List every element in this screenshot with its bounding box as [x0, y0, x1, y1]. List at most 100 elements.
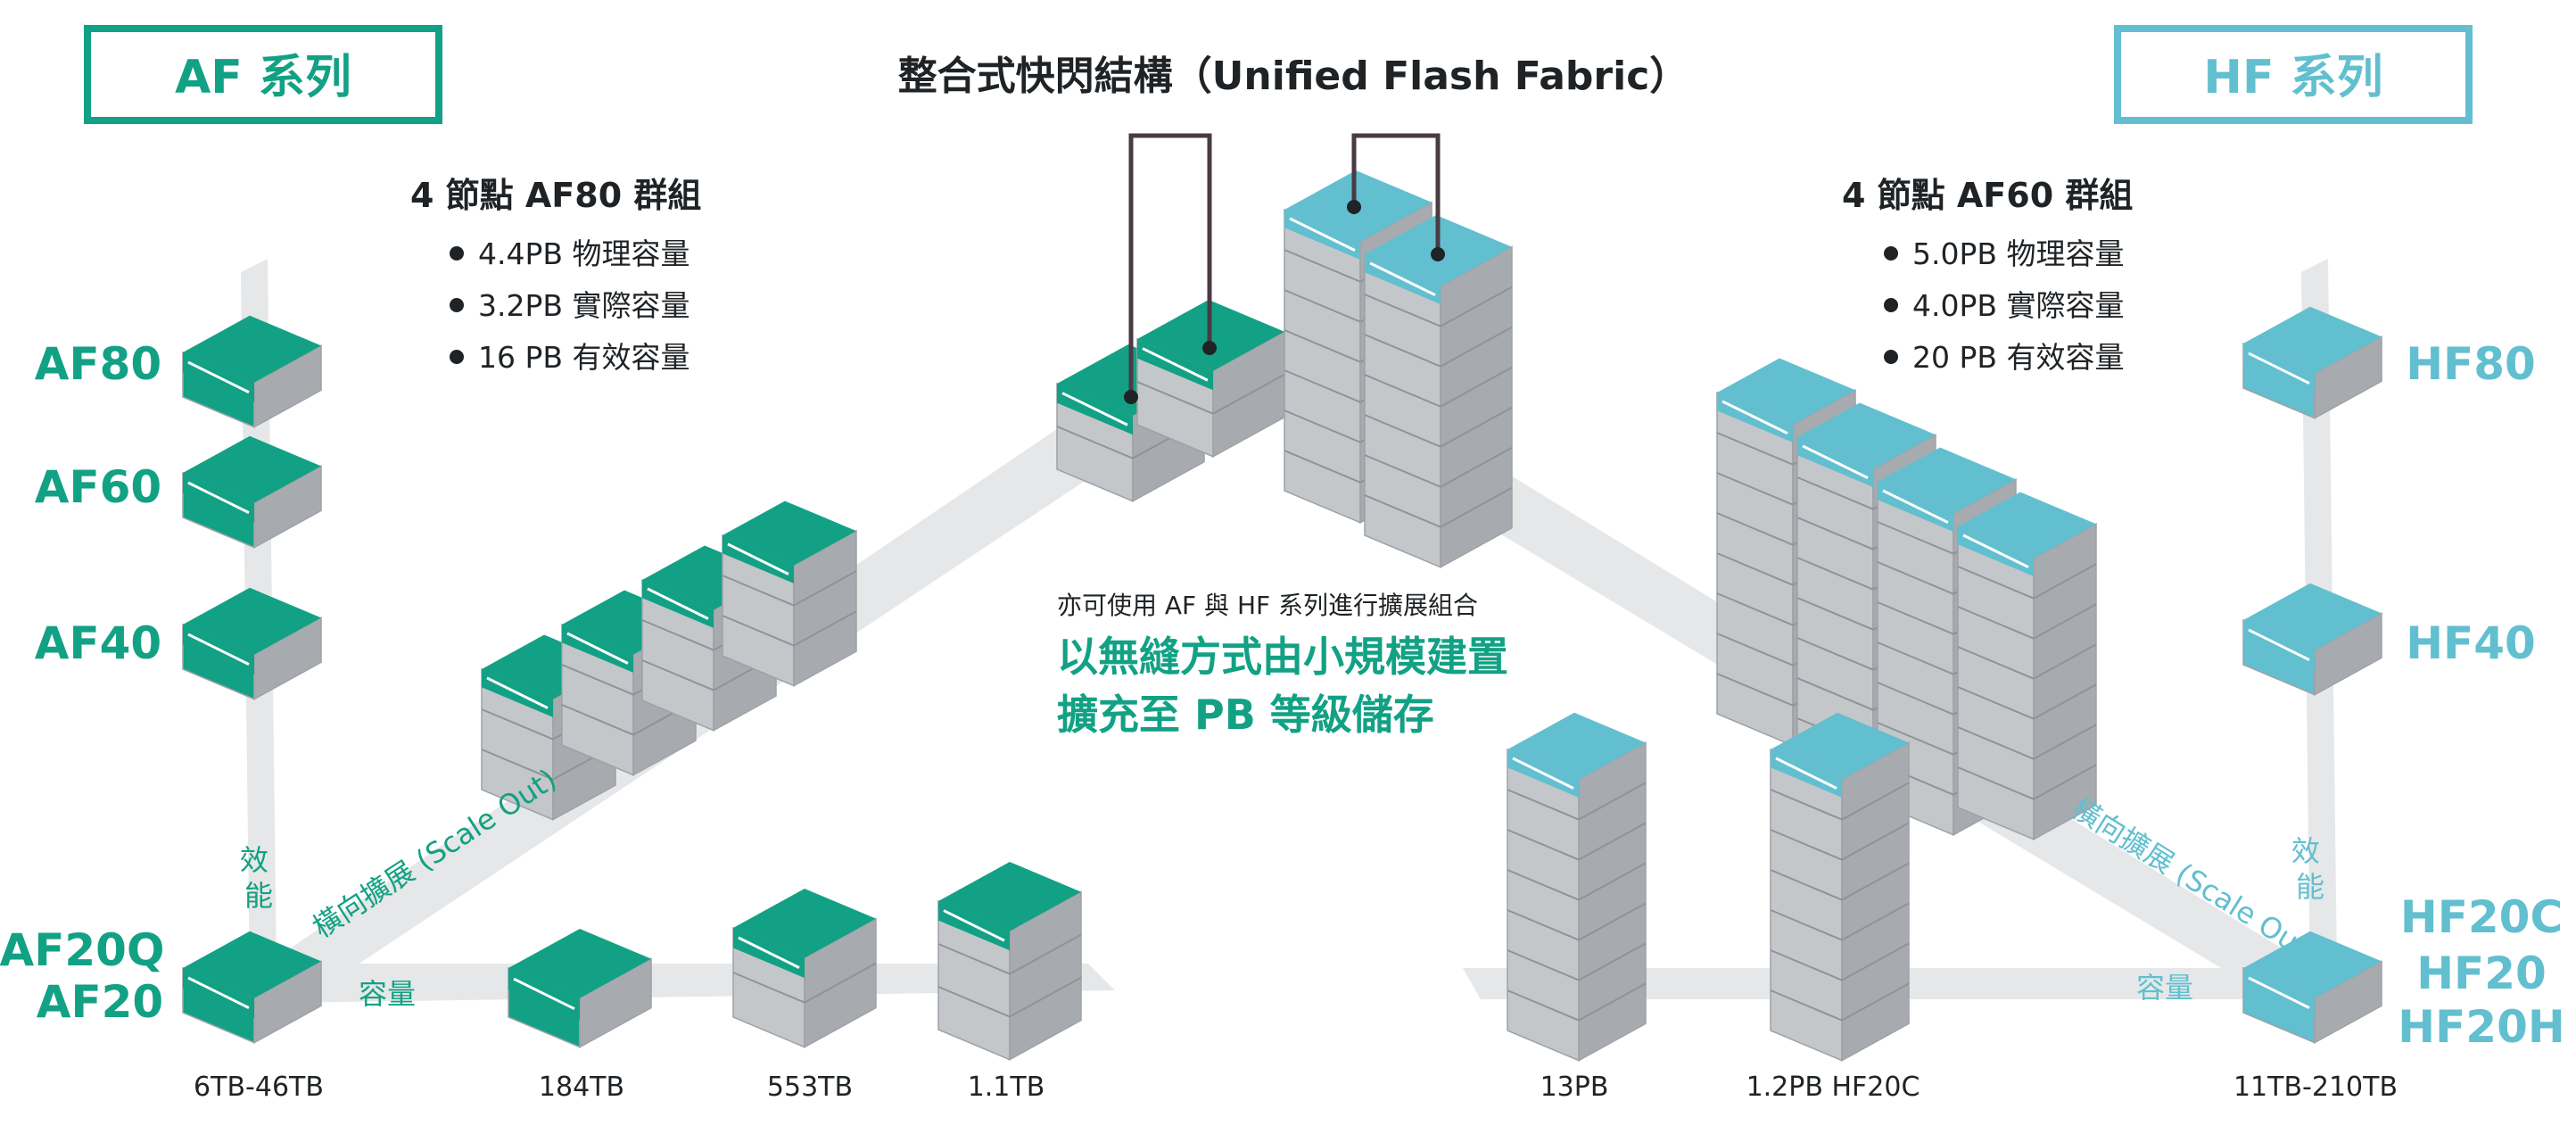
hf-cluster-node-2-slot-line: [1796, 637, 1874, 671]
center-hf-tower-2-slot-line: [1440, 366, 1513, 408]
bullet: [1884, 350, 1898, 364]
hf-12pb-tower-slot-line: [1770, 869, 1843, 901]
hf-performance-char-1: 效: [2291, 834, 2320, 868]
af-cluster-node-1-slot-line: [481, 749, 554, 781]
af-11tb-unit-slot-line: [937, 943, 1011, 975]
af80-unit-top: [183, 315, 321, 383]
hf-12pb-tower-top: [1771, 712, 1909, 780]
hf-cluster-node-4-slot-line: [2033, 764, 2097, 800]
hf-cluster-node-3-slot-line: [1877, 722, 1954, 756]
hf40-unit-bezel-highlight: [2248, 628, 2310, 661]
hf-12pb-tower-slot-line: [1770, 949, 1843, 981]
hf-cluster-node-1-slot-line: [1716, 472, 1794, 506]
fabric-port-1: [1124, 390, 1138, 404]
hardware-layer: [182, 170, 2382, 1062]
hf-cluster-node-2-slot-line: [1796, 557, 1874, 591]
af40-unit-bezel-highlight: [187, 633, 250, 666]
center-hf-tower-2-slot-line: [1440, 486, 1513, 528]
hf-series-header: HF 系列: [2203, 51, 2382, 104]
af-184tb-unit-bezel-highlight: [513, 977, 575, 1011]
af-553tb-unit-bezel-highlight: [738, 936, 800, 969]
center-hf-tower-2-bezel-highlight: [1369, 261, 1436, 296]
center-af-unit-2-slot-line: [1212, 373, 1285, 415]
fabric-port-3: [1347, 200, 1361, 214]
center-hf-tower-2-slot-line: [1440, 406, 1513, 448]
af-cluster-spec: 4 節點 AF80 群組 4.4PB 物理容量 3.2PB 實際容量 16 PB…: [410, 176, 701, 375]
af-11tb-unit-top: [938, 862, 1081, 931]
hf-capacity-value: 11TB-210TB: [2233, 1072, 2398, 1103]
hf-capacity-label: 容量: [2136, 971, 2193, 1005]
center-hf-tower-2-slot-line: [1364, 294, 1441, 327]
af-capacity-value: 184TB: [539, 1072, 624, 1103]
hf-cluster-spec: 4 節點 AF60 群組 5.0PB 物理容量 4.0PB 實際容量 20 PB…: [1842, 176, 2133, 375]
af-performance-label: 效 能: [240, 843, 277, 913]
hf-cluster-node-2-slot-line: [1796, 677, 1874, 711]
af-spec-item: 4.4PB 物理容量: [478, 236, 690, 271]
af-capacity-labels: 6TB-46TB 184TB 553TB 1.1TB: [194, 1072, 1044, 1103]
hf-cluster-title: 4 節點 AF60 群組: [1842, 176, 2133, 215]
hf80-unit-bezel-highlight: [2248, 352, 2310, 385]
af-capacity-value: 1.1TB: [968, 1072, 1045, 1103]
af-553tb-unit-top: [733, 889, 876, 958]
af-series-header: AF 系列: [175, 51, 351, 104]
hf-13pb-tower-slot-line: [1507, 949, 1580, 981]
hf-cluster-node-4-slot-line: [2033, 563, 2097, 600]
hf-cluster-node-4-left-face: [1957, 525, 2035, 840]
hf-cluster-node-1-slot-line: [1716, 673, 1794, 707]
center-hf-tower-2-right-face: [1440, 245, 1513, 568]
center-af-unit-1-slot-line: [1056, 426, 1134, 459]
hf-capacity-value: 13PB: [1540, 1072, 1609, 1103]
af-capacity-label: 容量: [359, 977, 416, 1011]
center-hf-tower-2-slot-line: [1364, 494, 1441, 528]
center-af-unit-1-bezel-highlight: [1061, 392, 1128, 426]
hf-12pb-tower-slot-line: [1841, 782, 1910, 821]
hf-12pb-tower-bezel-highlight: [1775, 757, 1837, 790]
af-cluster-node-3-slot-line: [641, 619, 714, 651]
center-af-unit-2-slot-line: [1136, 381, 1214, 415]
hf-13pb-tower-slot-line: [1507, 989, 1580, 1022]
hf80-unit-top: [2243, 306, 2382, 374]
hf-performance-label: 效 能: [2291, 834, 2329, 904]
hf-cluster-node-4-slot-line: [2033, 603, 2097, 640]
hf-12pb-tower-slot-line: [1841, 862, 1910, 901]
center-hf-tower-2-left-face: [1364, 252, 1441, 568]
af-553tb-unit-slot-line: [804, 962, 877, 1004]
af-performance-char-2: 能: [244, 879, 273, 913]
center-hf-tower-1-slot-line: [1284, 329, 1361, 363]
hf20-unit-top: [2243, 931, 2382, 998]
center-hf-tower-2-slot-line: [1364, 454, 1441, 488]
af-tier-label: AF20: [37, 976, 163, 1028]
hf-13pb-tower-bezel-highlight: [1512, 757, 1574, 790]
hf-spec-item: 4.0PB 實際容量: [1912, 288, 2125, 323]
af-184tb-unit-top: [508, 929, 651, 998]
hf-tier-label: HF80: [2406, 338, 2536, 390]
af-tier-labels: AF80 AF60 AF40 AF20Q AF20: [0, 338, 164, 1028]
center-hf-tower-2-slot-line: [1440, 286, 1513, 327]
hf-13pb-tower-left-face: [1507, 748, 1580, 1062]
af-cluster-node-4-top: [722, 501, 856, 566]
af-11tb-unit-bezel-highlight: [943, 909, 1005, 942]
hf-13pb-tower-slot-line: [1578, 862, 1647, 901]
af-cluster-node-1-slot-line: [481, 708, 554, 741]
hf-spec-item: 5.0PB 物理容量: [1912, 236, 2125, 271]
center-line-2: 擴充至 PB 等級儲存: [1057, 691, 1434, 739]
af20-unit-top: [183, 931, 321, 998]
hf-12pb-tower-slot-line: [1841, 942, 1910, 981]
center-hf-tower-1-bezel-highlight: [1289, 217, 1356, 252]
hf-cluster-node-2-slot-line: [1796, 517, 1874, 550]
fabric-port-2: [1202, 341, 1217, 355]
hf-cluster-node-1-top: [1717, 358, 1855, 425]
hf-13pb-tower-slot-line: [1578, 942, 1647, 981]
hf-cluster-node-3-slot-line: [1877, 561, 1954, 595]
hf-cluster-node-4-slot-line: [2033, 643, 2097, 680]
center-note: 亦可使用 AF 與 HF 系列進行擴展組合: [1057, 591, 1478, 620]
center-hf-tower-2-slot-line: [1364, 374, 1441, 408]
hf-cluster-node-3-slot-line: [1877, 521, 1954, 555]
hf-13pb-tower-slot-line: [1507, 869, 1580, 901]
hf-performance-char-2: 能: [2296, 870, 2324, 904]
af60-unit-bezel-highlight: [187, 481, 250, 514]
af-cluster-node-2-bezel-highlight: [566, 632, 629, 665]
hf-cluster-node-4-slot-line: [1957, 606, 2035, 640]
fabric-title: 整合式快閃結構（Unified Flash Fabric）: [898, 54, 1689, 99]
af-11tb-unit-slot-line: [1009, 976, 1082, 1018]
